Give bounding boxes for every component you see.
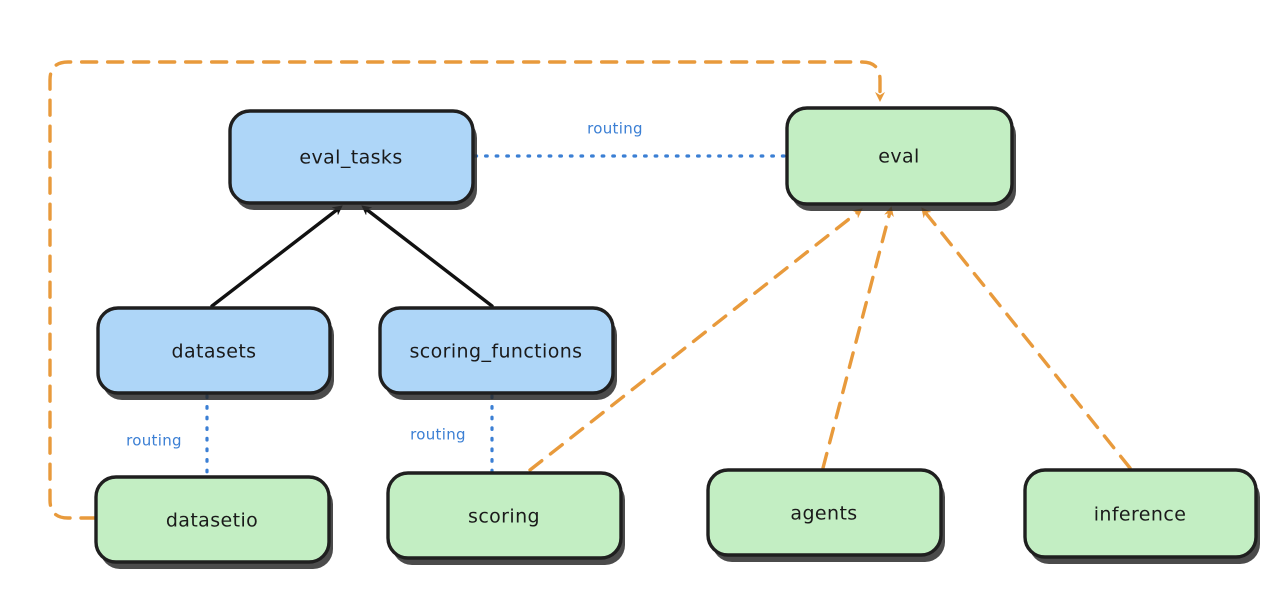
node-eval-box — [785, 106, 1014, 206]
edge-path-inference-eval — [921, 207, 1132, 470]
node-datasetio-label: datasetio — [166, 510, 258, 532]
node-scoring-label: scoring — [468, 506, 540, 528]
edge-inference-eval — [921, 207, 1132, 470]
node-inference[interactable]: inference — [1023, 468, 1260, 564]
edge-path-datasetio-eval — [48, 60, 885, 520]
node-inference-label: inference — [1094, 504, 1187, 526]
node-eval-tasks-label: eval_tasks — [299, 147, 402, 169]
node-scoring-functions-box — [378, 306, 615, 395]
dependency-edges — [48, 60, 1132, 520]
node-datasetio-box — [94, 475, 331, 564]
edge-datasetio-eval — [48, 60, 885, 520]
node-datasets-box — [96, 306, 332, 395]
edge-label-routing-datasetio: routing — [126, 432, 182, 450]
edge-scoring-eval — [528, 208, 863, 472]
node-agents-box — [706, 468, 943, 557]
solid-edges — [210, 205, 494, 308]
node-inference-box — [1023, 468, 1258, 559]
edge-path-datasets-evaltasks — [210, 205, 343, 308]
routing-edges — [205, 154, 788, 478]
node-scoring[interactable]: scoring — [386, 471, 625, 565]
edge-label-routing-scoring: routing — [410, 426, 466, 444]
node-scoring-box — [386, 471, 623, 560]
nodes: eval_tasks eval datasets scoring_functio… — [94, 106, 1260, 569]
edge-agents-eval — [821, 206, 894, 470]
node-datasets-label: datasets — [172, 341, 257, 363]
node-eval[interactable]: eval — [785, 106, 1016, 211]
node-eval-tasks-box — [228, 109, 475, 205]
edge-path-agents-eval — [821, 206, 894, 470]
node-eval-tasks[interactable]: eval_tasks — [228, 109, 477, 210]
edge-labels: routing routing routing — [126, 120, 643, 450]
node-scoring-functions-label: scoring_functions — [410, 341, 583, 363]
node-scoring-functions[interactable]: scoring_functions — [378, 306, 617, 400]
node-datasets[interactable]: datasets — [96, 306, 334, 400]
edge-label-routing-eval: routing — [587, 120, 643, 138]
node-eval-label: eval — [878, 146, 919, 168]
edge-path-scoringfunctions-evaltasks — [361, 205, 494, 308]
node-agents-label: agents — [790, 503, 857, 525]
edge-path-scoring-eval — [528, 208, 863, 472]
node-agents[interactable]: agents — [706, 468, 945, 562]
node-datasetio[interactable]: datasetio — [94, 475, 333, 569]
